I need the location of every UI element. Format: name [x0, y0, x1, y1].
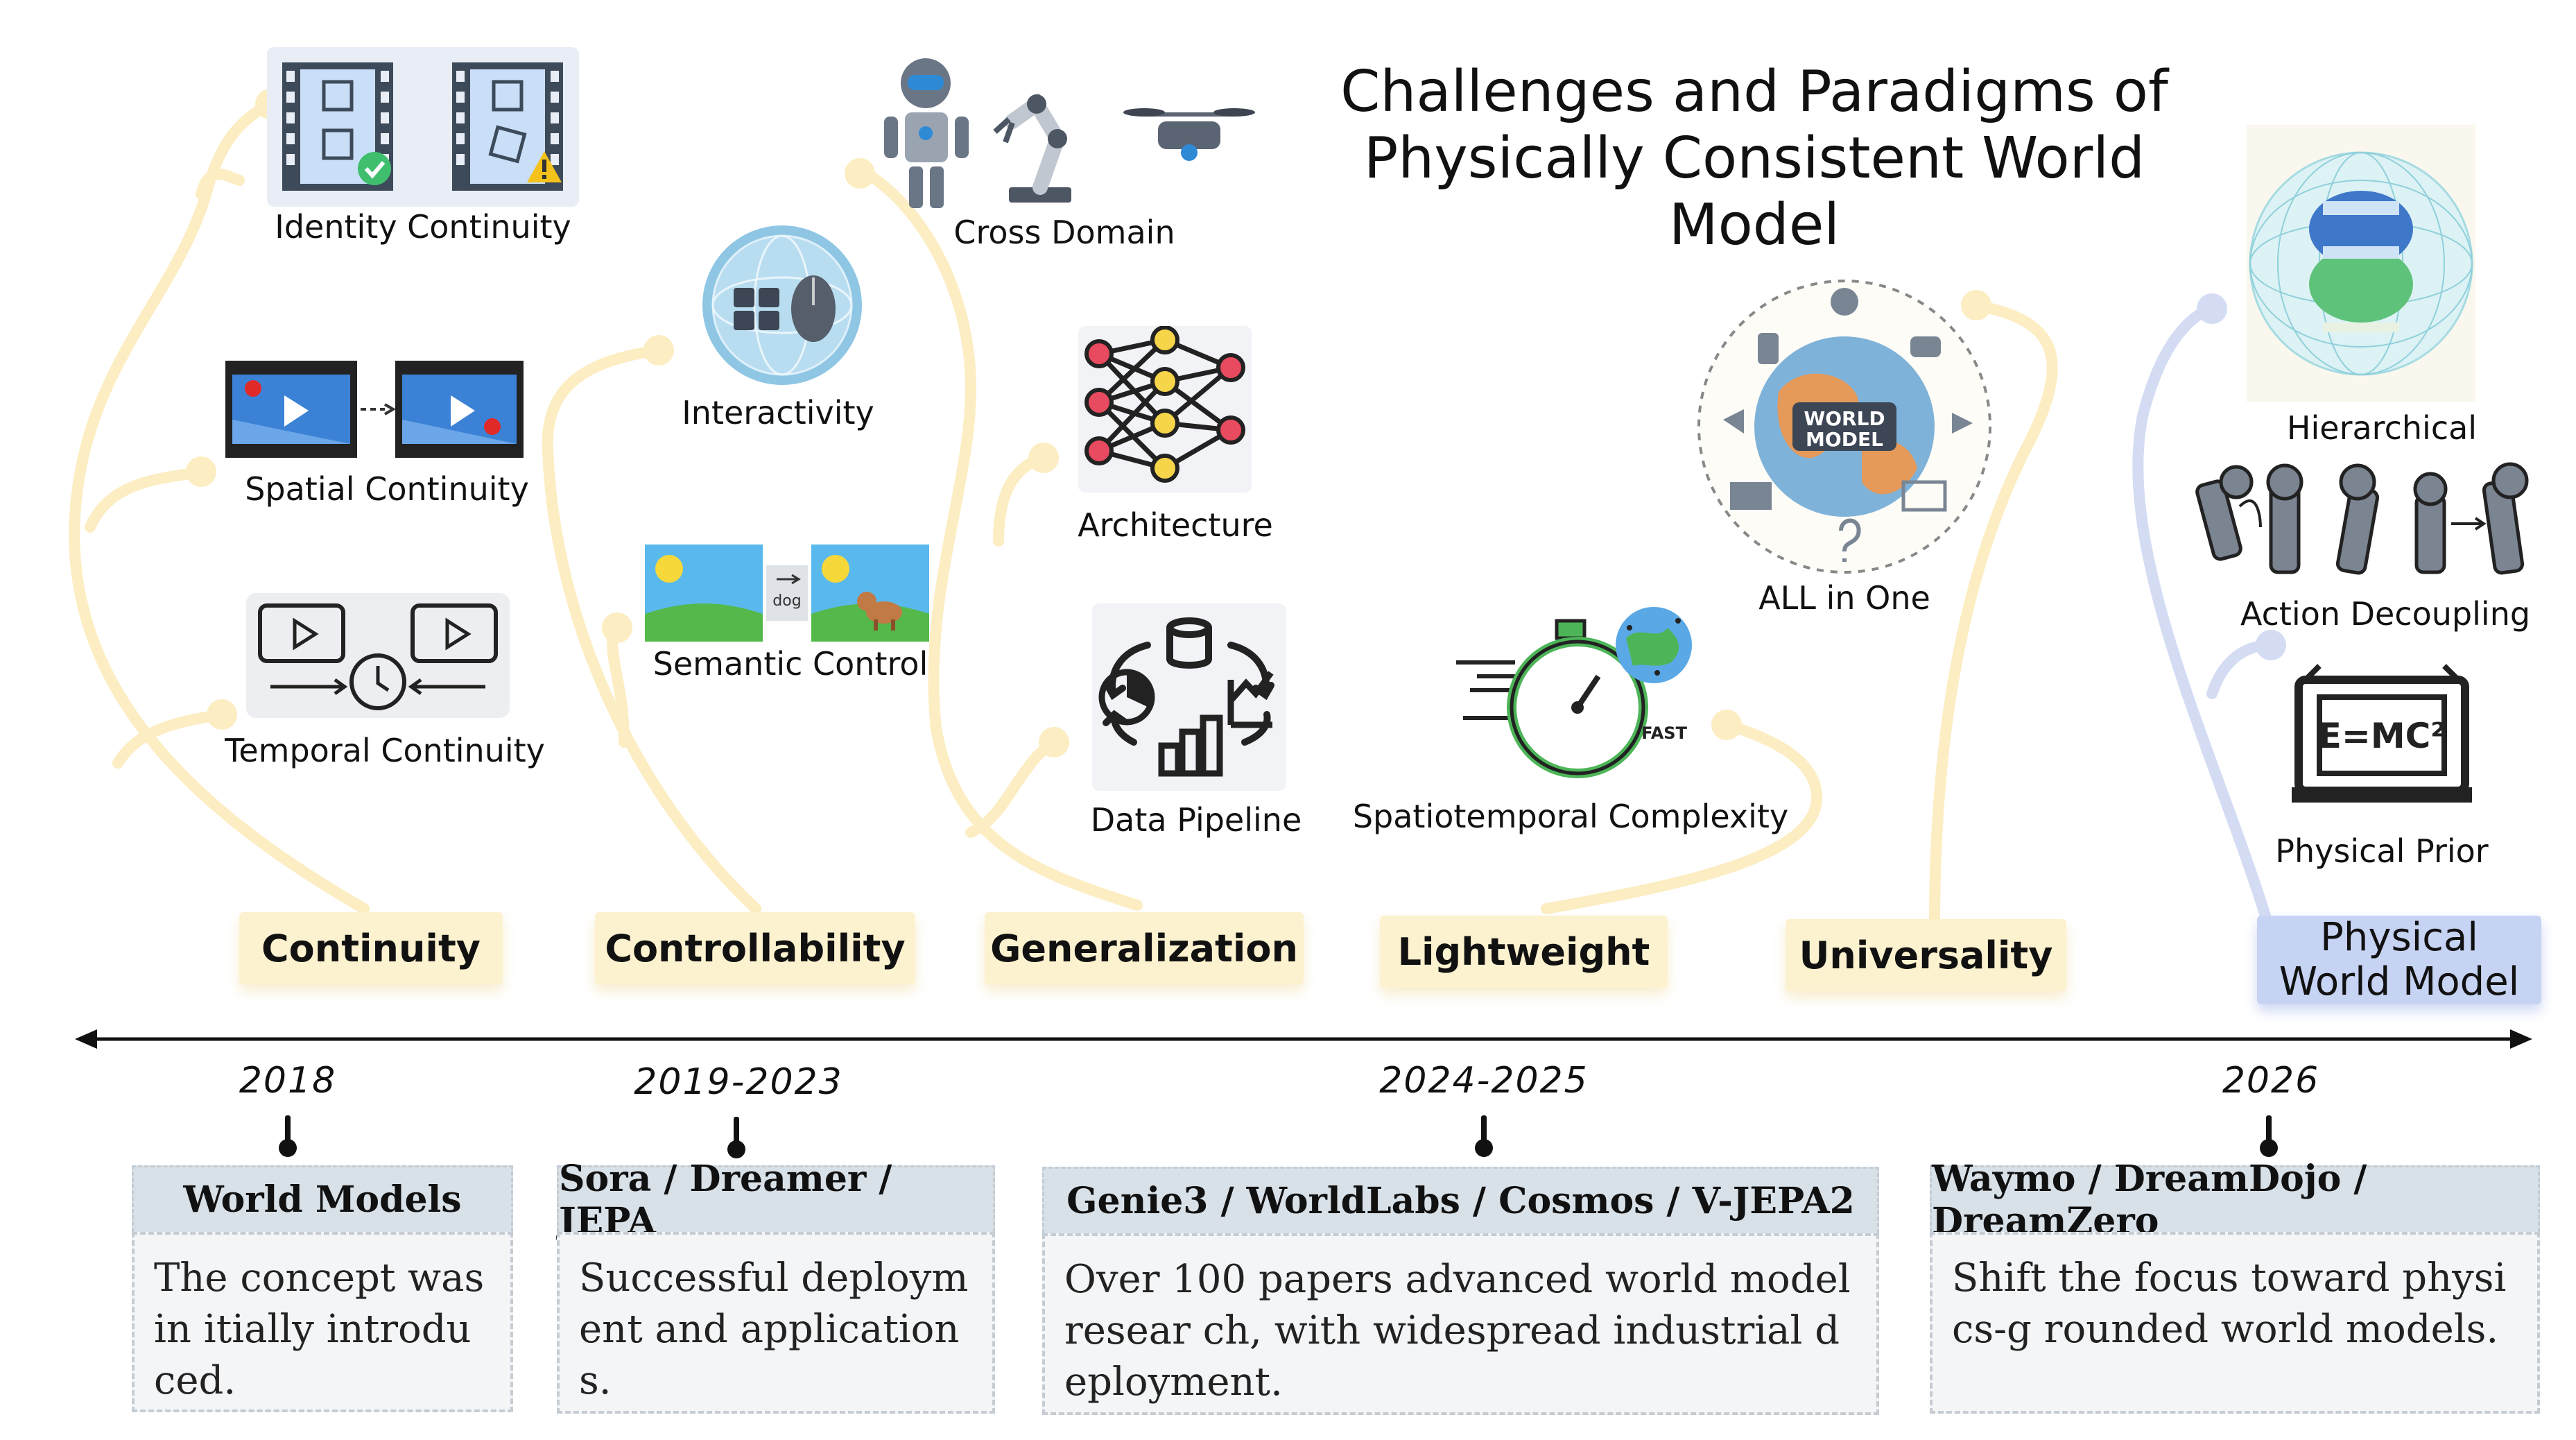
film-strip-icon	[267, 47, 579, 207]
category-generalization-label: Generalization	[990, 926, 1298, 970]
timeline-clock-icon	[246, 593, 510, 718]
category-universality-label: Universality	[1799, 933, 2053, 977]
interactive-globe-icon	[702, 225, 862, 385]
category-generalization: Generalization	[985, 912, 1304, 984]
label-hierarchical: Hierarchical	[2286, 409, 2478, 447]
milestone-pin-4	[2260, 1115, 2278, 1157]
data-pipeline-icon	[1092, 603, 1286, 791]
curve-controllability-semantic	[607, 622, 630, 748]
milestone-body-1: The concept was in itially introduced.	[132, 1232, 513, 1412]
category-universality: Universality	[1786, 919, 2066, 991]
curve-lightweight	[1541, 719, 1823, 914]
label-identity-continuity: Identity Continuity	[275, 208, 571, 246]
category-lightweight-label: Lightweight	[1397, 929, 1650, 974]
milestone-body-3: Over 100 papers advanced world model res…	[1042, 1233, 1879, 1415]
label-cross-domain: Cross Domain	[953, 214, 1175, 251]
axis-arrow-left-icon	[75, 1029, 97, 1049]
drone-icon	[1123, 108, 1255, 161]
curve-physical-main	[2132, 303, 2273, 928]
label-data-pipeline: Data Pipeline	[1090, 801, 1302, 839]
stopwatch-icon: FAST	[1456, 607, 1692, 778]
curve-generalization-data	[965, 737, 1060, 838]
milestone-head-2: Sora / Dreamer / JEPA	[557, 1158, 995, 1242]
curve-controllability-main	[542, 345, 761, 914]
label-temporal-continuity: Temporal Continuity	[225, 732, 545, 769]
category-continuity-label: Continuity	[261, 926, 481, 970]
category-controllability: Controllability	[595, 912, 915, 984]
milestone-pin-1	[279, 1115, 297, 1157]
semantic-scene-icon: dog	[645, 545, 929, 642]
curve-universality	[1929, 300, 2058, 928]
category-physical-line-1: Physical	[2320, 915, 2478, 960]
year-2024-2025: 2024-2025	[1379, 1060, 1589, 1102]
diagram-title: Challenges and Paradigms of Physically C…	[1304, 59, 2205, 259]
label-architecture: Architecture	[1078, 506, 1273, 544]
label-semantic-control: Semantic Control	[652, 645, 928, 683]
curve-continuity-main	[69, 98, 370, 914]
category-physical-world-model: Physical World Model	[2257, 916, 2541, 1004]
semantic-word: dog	[772, 592, 801, 610]
title-line-2: Physically Consistent World Model	[1363, 126, 2145, 258]
timeline-axis	[75, 1029, 2532, 1049]
orbit-icons	[1723, 288, 1973, 562]
globe-text-1: WORLD	[1804, 407, 1885, 430]
category-physical-line-2: World Model	[2279, 959, 2520, 1004]
year-2019-2023: 2019-2023	[634, 1061, 843, 1103]
axis-arrow-right-icon	[2510, 1029, 2532, 1049]
category-lightweight: Lightweight	[1380, 916, 1668, 988]
milestone-head-4: Waymo / DreamDojo / DreamZero	[1930, 1158, 2540, 1242]
label-interactivity: Interactivity	[682, 394, 874, 431]
curve-generalization-main	[861, 168, 1143, 911]
title-line-1: Challenges and Paradigms of	[1340, 59, 2168, 125]
world-model-globe-icon: WORLD MODEL	[1697, 280, 1991, 574]
equation-text: E=MC²	[2318, 716, 2446, 756]
curve-continuity-spatial	[85, 466, 207, 533]
category-controllability-label: Controllability	[605, 926, 906, 970]
milestone-pin-3	[1475, 1115, 1493, 1157]
curve-continuity-identity	[196, 169, 245, 200]
globe-text-2: MODEL	[1806, 428, 1883, 451]
category-continuity: Continuity	[239, 912, 503, 984]
label-all-in-one: ALL in One	[1758, 579, 1930, 617]
milestone-head-3: Genie3 / WorldLabs / Cosmos / V-JEPA2	[1042, 1167, 1879, 1233]
label-physical-prior: Physical Prior	[2275, 832, 2489, 870]
year-2026: 2026	[2222, 1060, 2320, 1102]
hierarchical-sphere-icon	[2247, 125, 2475, 402]
neural-network-icon	[1078, 326, 1252, 492]
milestone-head-1: World Models	[132, 1165, 513, 1232]
milestone-body-2: Successful deployment and applications.	[557, 1232, 995, 1414]
label-action-decoupling: Action Decoupling	[2240, 595, 2531, 633]
label-spatiotemporal-complexity: Spatiotemporal Complexity	[1352, 798, 1789, 835]
video-frames-icon	[225, 361, 524, 458]
action-decoupling-icon	[2195, 462, 2529, 575]
blackboard-icon: E=MC²	[2292, 659, 2472, 812]
label-spatial-continuity: Spatial Continuity	[245, 470, 529, 508]
robot-arm-icon	[993, 93, 1071, 203]
robots-icon	[884, 58, 1255, 208]
year-2018: 2018	[239, 1060, 337, 1102]
fast-word: FAST	[1641, 723, 1688, 743]
milestone-body-4: Shift the focus toward physics-g rounded…	[1930, 1232, 2540, 1414]
milestone-pin-2	[727, 1117, 745, 1158]
humanoid-robot-icon	[884, 58, 969, 208]
